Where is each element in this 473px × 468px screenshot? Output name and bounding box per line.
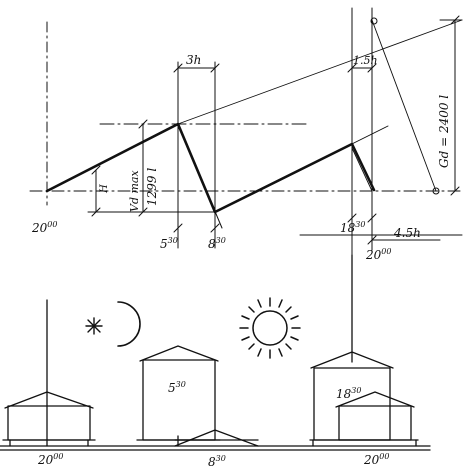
tank-right <box>309 254 419 447</box>
dimension-markers <box>87 15 460 245</box>
tank-left <box>2 299 96 447</box>
span-4-5h-label: 4.5h <box>393 226 421 240</box>
time-label-18-30: 1830 <box>340 220 365 235</box>
height-h-label: H <box>99 184 110 194</box>
moon-icon <box>117 301 141 347</box>
gd-label: Gd = 2400 l <box>437 95 451 168</box>
cumulative-demand-curve <box>45 122 376 229</box>
tank-labels: 2000 530 830 1830 2000 <box>37 380 389 468</box>
tank-label-20-left: 2000 <box>37 452 63 467</box>
vd-value-label: 1299 l <box>145 168 159 206</box>
tank-middle <box>136 345 221 447</box>
supply-lines <box>177 19 463 213</box>
vd-max-label: Vd max <box>128 170 141 212</box>
time-label-8-30: 830 <box>208 236 226 251</box>
tank-label-18-30: 1830 <box>336 386 361 401</box>
tank-label-5-30: 530 <box>168 380 186 395</box>
time-labels: 2000 530 830 1830 2000 <box>31 220 391 262</box>
time-label-5-30: 530 <box>160 236 178 251</box>
horizontal-axes <box>29 19 463 236</box>
sun-icon <box>239 297 301 359</box>
time-label-20-right: 2000 <box>365 247 391 262</box>
span-3h-label: 3h <box>186 53 201 67</box>
span-1-5h-label: 1.5h <box>353 54 378 67</box>
tank-label-8-30: 830 <box>208 454 226 468</box>
dimension-labels: 3h 1.5h 4.5h H Vd max 1299 l Gd = 2400 l <box>99 53 451 240</box>
time-label-20-left: 2000 <box>31 220 57 235</box>
star-icon <box>85 317 103 335</box>
vertical-reference-lines <box>46 7 373 256</box>
tank-middle-low <box>174 429 259 447</box>
tanks <box>0 254 431 451</box>
tank-label-20-right: 2000 <box>363 452 389 467</box>
